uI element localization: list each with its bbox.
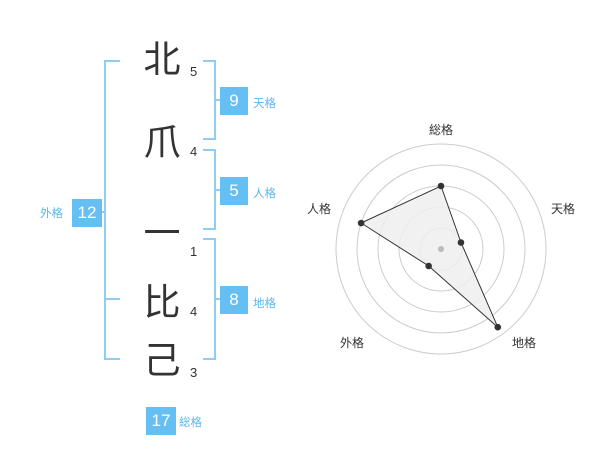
jinkaku-label: 人格 [253,186,276,200]
name-char-1: 北 [143,38,181,81]
gaikaku-bracket [104,60,120,360]
radar-label-soukaku: 総格 [429,122,453,137]
name-char-2: 爪 [143,121,181,164]
radar-point-tenkaku [457,239,465,246]
stroke-count-4: 4 [190,304,198,319]
radar-polygon [360,185,499,328]
tenkaku-bracket [203,60,216,140]
stroke-count-1: 5 [190,64,198,79]
radar-point-soukaku [437,182,445,190]
chikaku-bracket [203,238,216,360]
stroke-count-2: 4 [190,144,198,159]
gaikaku-label: 外格 [40,206,63,220]
jinkaku-bracket [203,149,216,230]
radar-label-tenkaku: 天格 [551,201,575,216]
tenkaku-value: 9 [220,87,248,115]
radar-ring-1 [335,143,547,355]
tenkaku-connector [216,99,220,101]
radar-label-gaikaku: 外格 [340,335,364,350]
radar-label-jinkaku: 人格 [307,201,331,216]
chikaku-value: 8 [220,286,248,314]
stroke-count-5: 3 [190,365,198,380]
name-char-4: 比 [143,281,181,324]
gaikaku-value: 12 [72,199,102,227]
radar-ring-2 [356,164,526,334]
radar-point-gaikaku [425,262,432,270]
name-char-3: 一 [143,212,181,255]
chikaku-label: 地格 [253,296,276,310]
radar-center-dot [438,246,444,252]
jinkaku-value: 5 [220,177,248,205]
soukaku-value: 17 [146,407,176,435]
jinkaku-connector [216,189,220,191]
radar-point-chikaku [494,323,502,331]
radar-point-jinkaku [357,219,365,227]
name-char-5: 己 [143,339,181,382]
radar-label-chikaku: 地格 [512,335,536,350]
stroke-count-3: 1 [190,244,198,259]
soukaku-label: 総格 [179,415,202,429]
gaikaku-bracket-tick [104,298,120,300]
tenkaku-label: 天格 [253,96,276,110]
chikaku-connector [216,298,220,300]
